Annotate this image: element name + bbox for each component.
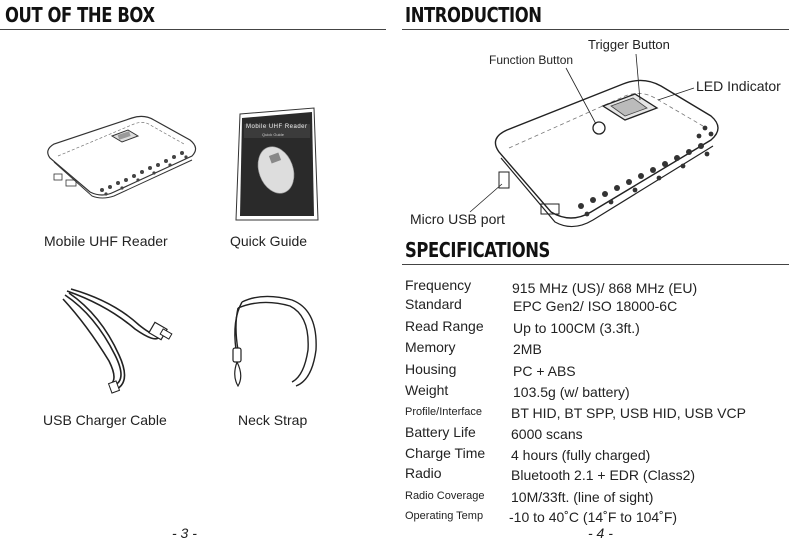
mobile-uhf-reader-caption: Mobile UHF Reader [44, 233, 168, 249]
spec-label: Profile/Interface [405, 406, 483, 418]
spec-row: Profile/Interface BT HID, BT SPP, USB HID… [405, 403, 785, 424]
micro-usb-callout: Micro USB port [410, 211, 505, 227]
spec-label: Operating Temp [405, 510, 484, 522]
guide-cover-title: Mobile UHF Reader [246, 124, 308, 130]
spec-label: Weight [405, 382, 449, 398]
spec-row: Battery Life 6000 scans [405, 424, 785, 445]
spec-row: Radio Coverage 10M/33ft. (line of sight) [405, 487, 785, 508]
led-indicator-callout: LED Indicator [696, 78, 781, 94]
device-illustration [494, 79, 719, 228]
spec-label: Frequency [405, 277, 472, 293]
neck-strap-caption: Neck Strap [238, 412, 308, 428]
spec-label: Read Range [405, 318, 484, 334]
page-number-left: - 3 - [172, 525, 197, 541]
spec-row: Memory 2MB [405, 339, 785, 360]
introduction-heading: INTRODUCTION [405, 3, 542, 27]
spec-row: Read Range Up to 100CM (3.3ft.) [405, 318, 785, 339]
spec-label: Housing [405, 361, 457, 377]
spec-value: EPC Gen2/ ISO 18000-6C [513, 298, 678, 314]
spec-value: PC + ABS [513, 363, 576, 379]
usb-charger-cable-caption: USB Charger Cable [43, 412, 167, 428]
spec-value: Bluetooth 2.1 + EDR (Class2) [511, 467, 696, 483]
spec-label: Standard [405, 296, 462, 312]
page-number-right: - 4 - [588, 525, 613, 541]
spec-value: -10 to 40˚C (14˚F to 104˚F) [509, 509, 678, 525]
spec-row: Operating Temp -10 to 40˚C (14˚F to 104˚F… [405, 507, 785, 528]
spec-value: 103.5g (w/ battery) [513, 384, 630, 400]
spec-row: Housing PC + ABS [405, 361, 785, 382]
guide-cover-subtitle: Quick Guide [262, 132, 285, 137]
out-of-box-heading: OUT OF THE BOX [5, 3, 155, 27]
spec-row: Frequency 915 MHz (US)/ 868 MHz (EU) [405, 277, 785, 298]
spec-value: 10M/33ft. (line of sight) [511, 489, 654, 505]
left-heading-rule [0, 29, 386, 30]
intro-heading-rule [402, 29, 789, 30]
trigger-button-callout: Trigger Button [588, 37, 670, 52]
neck-strap-illustration [232, 295, 317, 388]
spec-row: Charge Time 4 hours (fully charged) [405, 445, 785, 466]
spec-value: 6000 scans [511, 426, 583, 442]
spec-label: Battery Life [405, 424, 476, 440]
specifications-heading: SPECIFICATIONS [405, 238, 550, 262]
spec-value: Up to 100CM (3.3ft.) [513, 320, 640, 336]
specs-heading-rule [402, 264, 789, 265]
spec-value: 915 MHz (US)/ 868 MHz (EU) [512, 280, 698, 296]
spec-row: Weight 103.5g (w/ battery) [405, 382, 785, 403]
spec-row: Radio Bluetooth 2.1 + EDR (Class2) [405, 465, 785, 486]
spec-value: 2MB [513, 341, 542, 357]
spec-label: Radio Coverage [405, 490, 485, 502]
spec-value: BT HID, BT SPP, USB HID, USB VCP [511, 405, 746, 421]
spec-label: Charge Time [405, 445, 486, 461]
spec-value: 4 hours (fully charged) [511, 447, 651, 463]
spec-label: Radio [405, 465, 442, 481]
function-button-callout: Function Button [489, 53, 574, 67]
usb-cable-illustration [62, 288, 173, 394]
reader-illustration [47, 115, 197, 199]
quick-guide-caption: Quick Guide [230, 233, 308, 249]
quick-guide-illustration [235, 107, 319, 221]
spec-label: Memory [405, 339, 456, 355]
spec-row: Standard EPC Gen2/ ISO 18000-6C [405, 296, 785, 317]
